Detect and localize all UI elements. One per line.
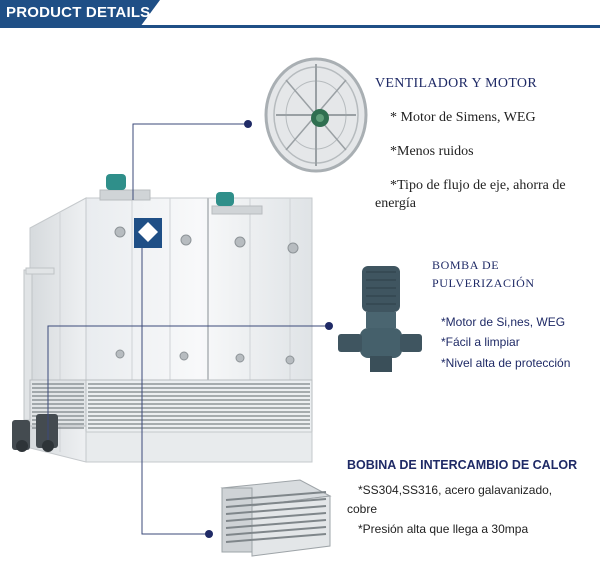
- coil-feature-1-cont: cobre: [347, 502, 378, 516]
- header-tab: [0, 0, 160, 26]
- pump-feature-2: *Fácil a limpiar: [441, 335, 520, 349]
- fan-connector-dot: [244, 120, 252, 128]
- fan-icon: [264, 57, 368, 173]
- pump-connector-dot: [325, 322, 333, 330]
- pump-feature-3: *Nivel alta de protección: [441, 356, 571, 370]
- pump-feature-1: *Motor de Si,nes, WEG: [441, 315, 566, 329]
- fan-feature-3-cont: energía: [375, 196, 416, 211]
- heat-exchange-coil-icon: [220, 479, 332, 557]
- coil-feature-1: *SS304,SS316, acero galavanizado,: [358, 483, 553, 497]
- pump-title-line-2: PULVERIZACIÓN: [432, 276, 535, 290]
- fan-feature-1: * Motor de Simens, WEG: [390, 110, 536, 125]
- page-title: PRODUCT DETAILS: [6, 4, 151, 21]
- coil-connector-dot: [205, 530, 213, 538]
- fan-feature-3: *Tipo de flujo de eje, ahorra de: [390, 178, 566, 193]
- fan-feature-2: *Menos ruidos: [390, 144, 474, 159]
- pump-title-line-1: BOMBA DE: [432, 258, 500, 272]
- coil-title: BOBINA DE INTERCAMBIO DE CALOR: [347, 458, 578, 472]
- header-rule: [0, 25, 600, 28]
- pump-icon: [338, 266, 422, 372]
- fan-title: VENTILADOR Y MOTOR: [375, 76, 537, 91]
- coil-feature-2: *Presión alta que llega a 30mpa: [358, 522, 529, 536]
